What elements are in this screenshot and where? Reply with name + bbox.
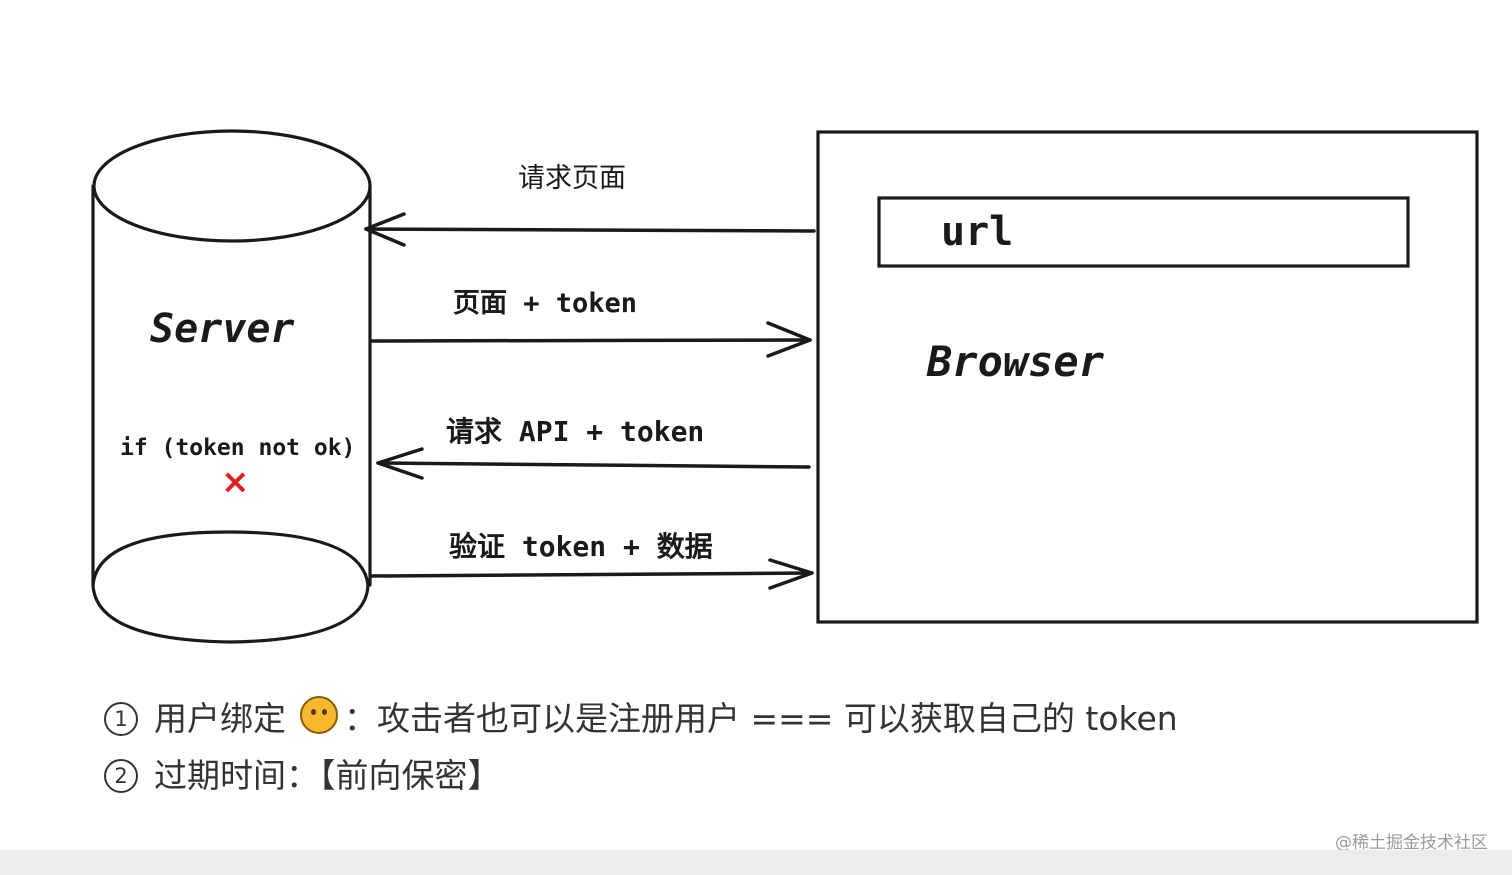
note-item: 1 用户绑定 ：攻击者也可以是注册用户 === 可以获取自己的 token	[104, 690, 1178, 747]
arrow-label-verify-token-data: 验证 token + 数据	[449, 530, 713, 563]
browser-url-bar	[877, 196, 1410, 268]
note-item: 2 过期时间：【前向保密】	[104, 747, 1178, 804]
token-flow-diagram: Server if (token not ok) × url Browser	[91, 129, 1479, 644]
note-text: 用户绑定	[154, 699, 286, 738]
note-text: 过期时间：【前向保密】	[154, 756, 501, 795]
browser-label: Browser	[926, 337, 1105, 386]
note-marker: 2	[104, 759, 138, 793]
server-condition-text: if (token not ok)	[120, 435, 355, 461]
arrow-label-request-api-token: 请求 API + token	[446, 415, 704, 448]
arrow-label-request-page: 请求页面	[518, 163, 626, 194]
thinking-face-icon	[300, 696, 338, 734]
arrow-request-api-token	[376, 447, 811, 480]
notes-list: 1 用户绑定 ：攻击者也可以是注册用户 === 可以获取自己的 token 2 过期时…	[104, 690, 1178, 804]
bottom-bar	[0, 850, 1512, 875]
note-marker: 1	[104, 702, 138, 736]
server-label: Server	[150, 306, 295, 352]
note-text-continued: ：攻击者也可以是注册用户 === 可以获取自己的 token	[344, 699, 1178, 738]
arrow-page-token	[370, 321, 812, 358]
site-watermark: @稀土掘金技术社区	[1335, 833, 1488, 853]
server-cylinder-bottom-back	[91, 530, 370, 587]
server-cylinder-top	[92, 129, 372, 243]
browser-window	[816, 130, 1479, 624]
server-cylinder	[91, 129, 372, 644]
browser-frame	[816, 130, 1479, 624]
url-bar-label: url	[941, 209, 1013, 255]
arrow-request-page	[364, 212, 816, 247]
arrow-verify-token-data	[370, 558, 814, 590]
rejection-mark-icon: ×	[221, 462, 250, 502]
server-cylinder-bottom-front	[91, 583, 370, 644]
arrow-label-page-token: 页面 + token	[453, 288, 637, 319]
